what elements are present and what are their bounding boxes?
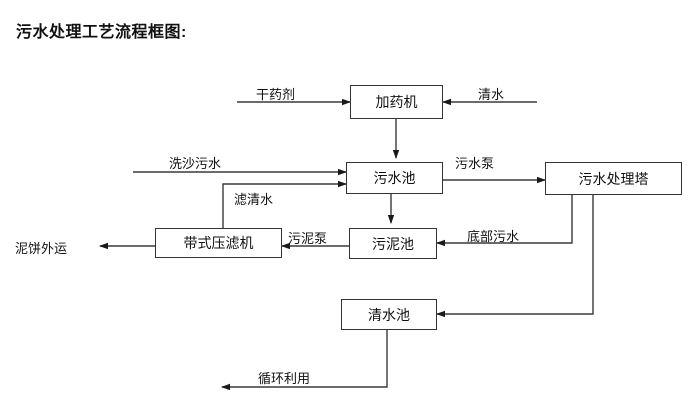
edge-label-recycle-reuse: 循环利用 xyxy=(258,371,311,386)
node-dosing-machine[interactable]: 加药机 xyxy=(350,85,443,119)
node-label: 污泥池 xyxy=(372,235,414,252)
node-label: 污水池 xyxy=(373,170,416,186)
node-sludge-pool[interactable]: 污泥池 xyxy=(349,228,437,259)
node-label: 加药机 xyxy=(375,94,418,110)
edge-label-filtered-clear-water: 滤清水 xyxy=(234,192,274,207)
edge-label-dry-chemical: 干药剂 xyxy=(256,87,296,102)
edge-bottom-wastewater-to-sludge-pool xyxy=(436,195,573,247)
node-label: 带式压滤机 xyxy=(183,235,254,251)
node-wastewater-pool[interactable]: 污水池 xyxy=(346,162,443,194)
page-title: 污水处理工艺流程框图: xyxy=(16,24,187,41)
edge-clear-water-pool-to-recycle xyxy=(221,330,388,391)
node-belt-filter-press[interactable]: 带式压滤机 xyxy=(155,228,282,258)
edge-label-sand-wash-wastewater: 洗沙污水 xyxy=(169,156,222,171)
edge-filtered-water-to-wastewater-pool xyxy=(222,180,347,228)
edge-label-wastewater-pump: 污水泵 xyxy=(455,156,495,171)
edge-label-bottom-wastewater: 底部污水 xyxy=(467,229,520,244)
edge-label-sludge-pump: 污泥泵 xyxy=(288,231,328,246)
node-label: 污水处理塔 xyxy=(578,170,649,187)
node-clear-water-pool[interactable]: 清水池 xyxy=(341,299,437,330)
edge-label-clean-water: 清水 xyxy=(478,87,505,102)
node-label: 清水池 xyxy=(368,306,410,323)
terminal-label-mud-cake-out: 泥饼外运 xyxy=(15,241,68,256)
node-treatment-tower[interactable]: 污水处理塔 xyxy=(545,162,682,195)
edge-tower-to-clear-water-pool xyxy=(436,195,594,318)
